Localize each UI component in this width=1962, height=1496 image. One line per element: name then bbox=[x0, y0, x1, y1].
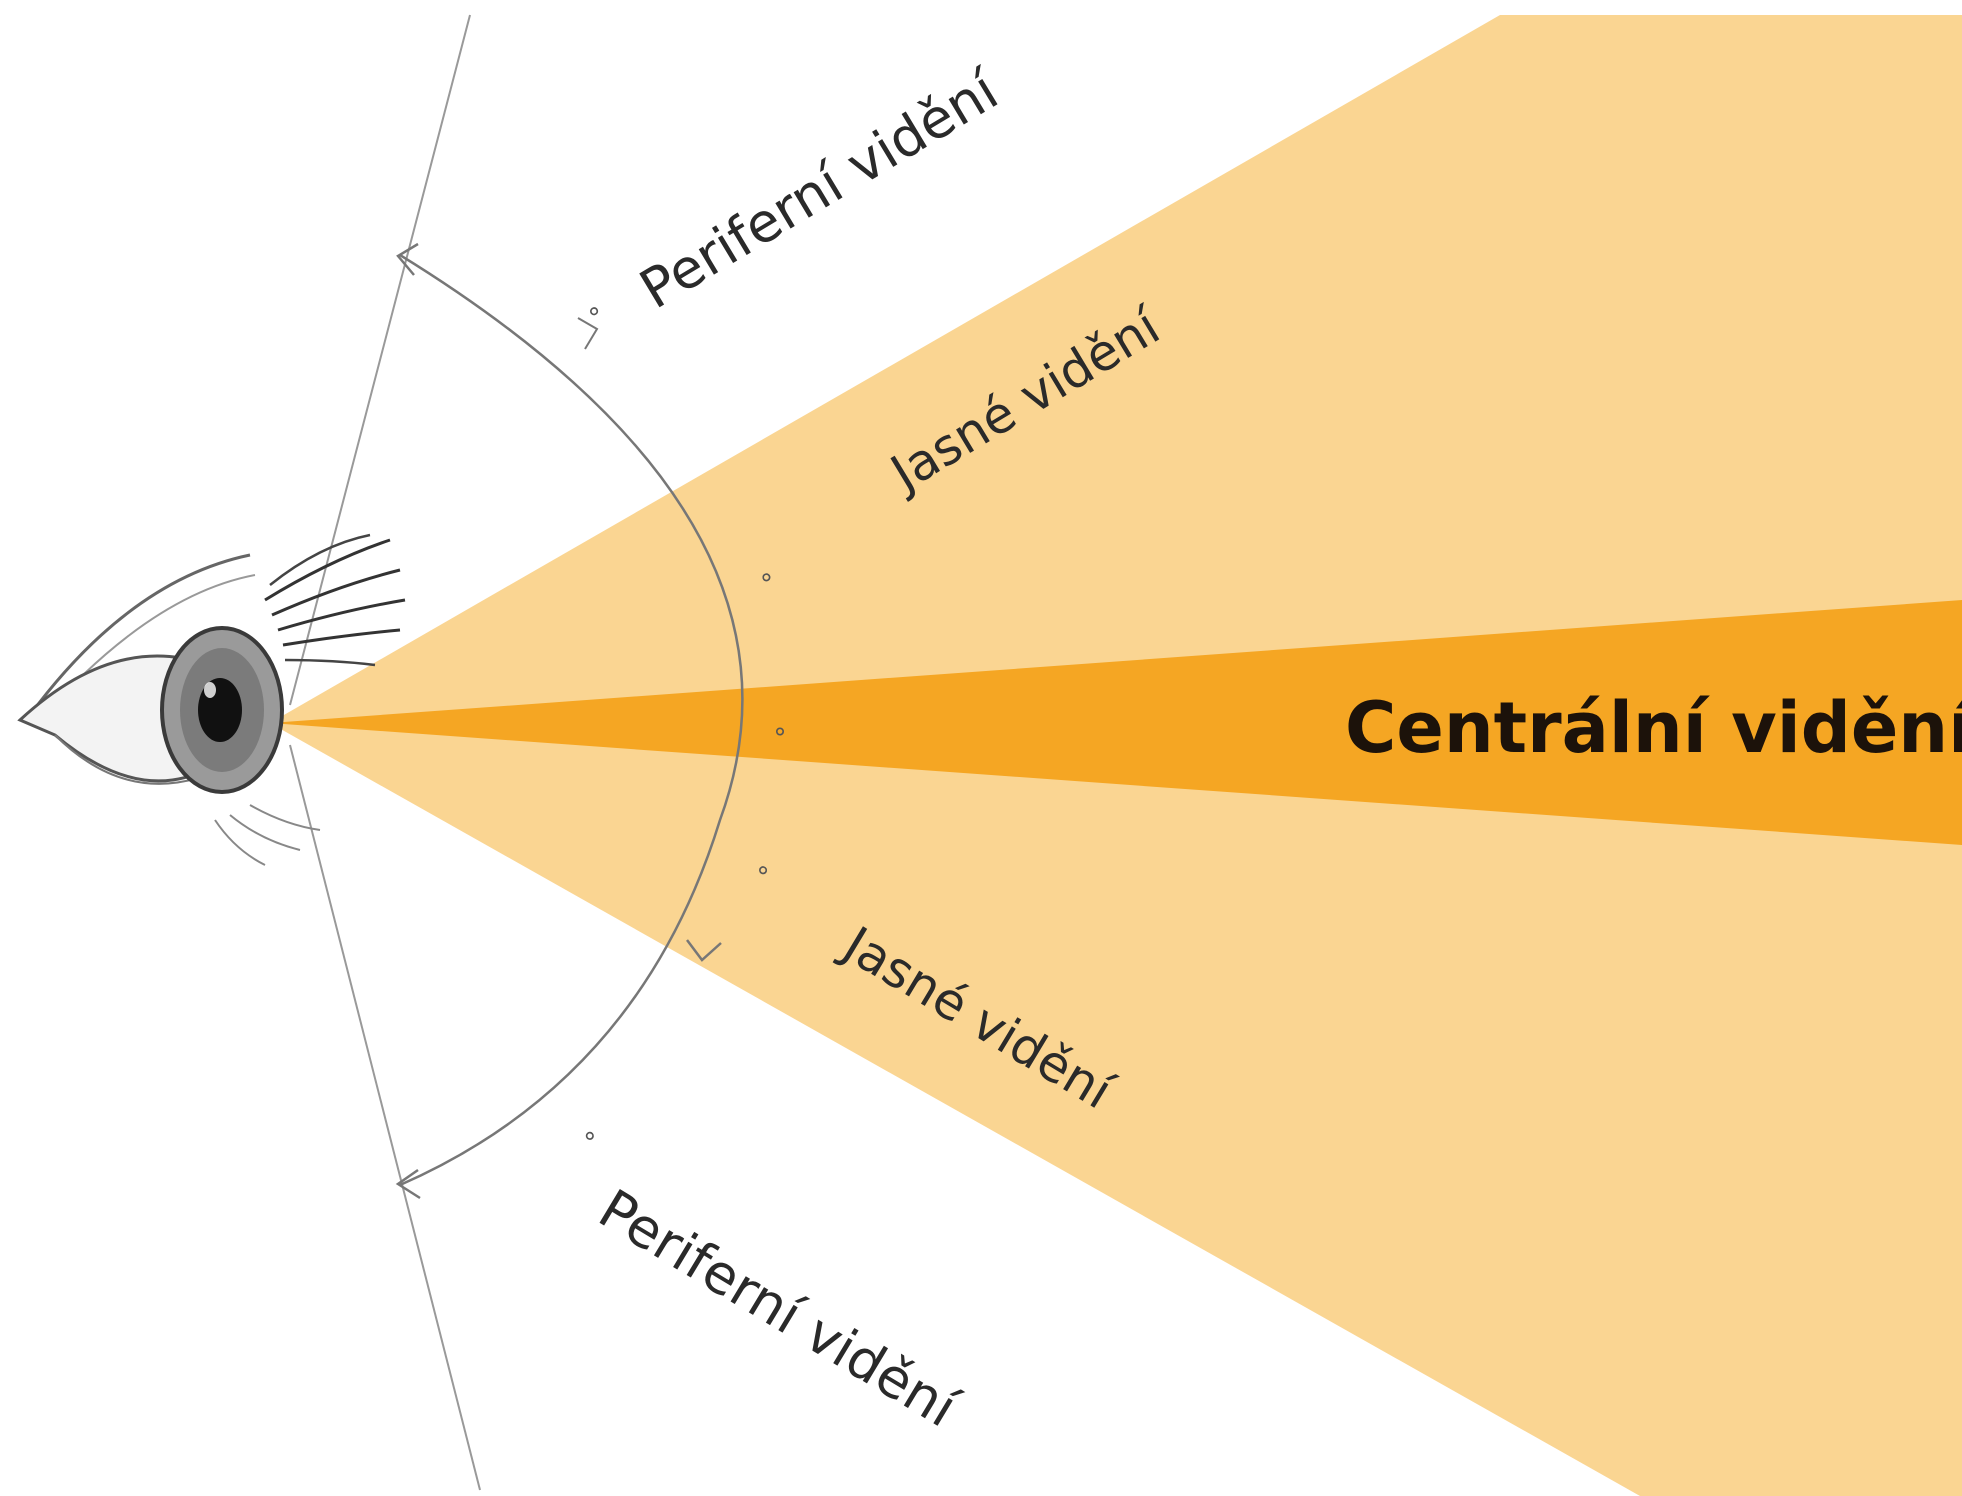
angle-arc bbox=[399, 253, 744, 1187]
peripheral-boundary-bottom bbox=[289, 744, 481, 1491]
angle-tick-bottom: ° bbox=[571, 1115, 600, 1146]
peripheral-vision-label-top: Periferní vidění bbox=[629, 58, 1010, 321]
arrow-bottom-outer bbox=[395, 1168, 421, 1200]
central-vision-label: Centrální vidění bbox=[1345, 687, 1962, 769]
angle-tick-center: ° bbox=[758, 725, 788, 738]
arrow-top-outer bbox=[396, 242, 419, 276]
peripheral-boundary-top bbox=[289, 14, 471, 706]
arrow-top-inner bbox=[577, 317, 599, 350]
central-vision-zone bbox=[270, 600, 1962, 845]
peripheral-vision-label-bottom: Periferní vidění bbox=[588, 1177, 969, 1440]
arrow-bottom-inner bbox=[686, 939, 722, 962]
eye-illustration bbox=[17, 533, 406, 866]
angle-tick-top: ° bbox=[576, 301, 604, 333]
